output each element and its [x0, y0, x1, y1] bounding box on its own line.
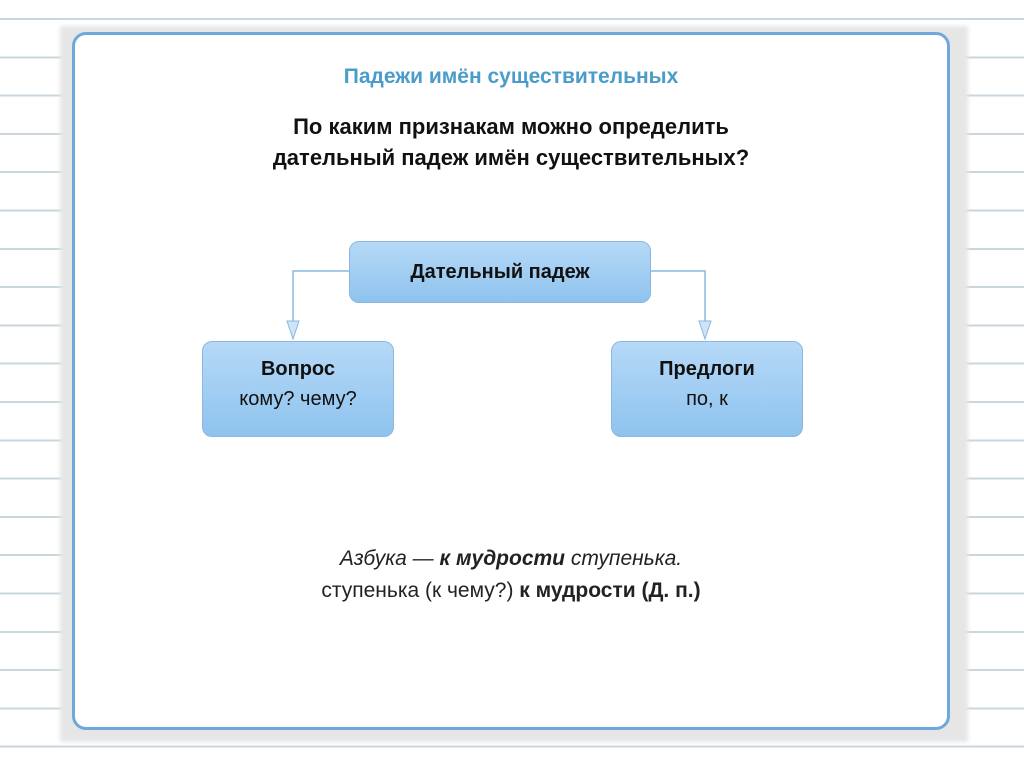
example-highlight: к мудрости (Д. п.) [519, 579, 701, 602]
slide-card: Падежи имён существительных По каким при… [72, 32, 950, 730]
question: По каким признакам можно определить дате… [75, 111, 947, 173]
node-text: кому? чему? [239, 388, 357, 410]
root-node: Дательный падеж [349, 241, 651, 303]
example-text: ступенька (к чему?) [321, 579, 520, 602]
example-line-1: Азбука — к мудрости ступенька. [75, 543, 947, 575]
question-line-2: дательный падеж имён существительных? [272, 145, 750, 170]
connector-arrows [286, 270, 712, 341]
example: Азбука — к мудрости ступенька. ступенька… [75, 543, 947, 607]
example-text: ступенька. [565, 547, 683, 570]
example-line-2: ступенька (к чему?) к мудрости (Д. п.) [75, 575, 947, 607]
slide-title: Падежи имён существительных [343, 65, 679, 88]
question-line-1: По каким признакам можно определить [293, 114, 729, 139]
prepositions-node: Предлоги по, к [611, 341, 803, 437]
node-text: по, к [686, 388, 728, 410]
question-node: Вопрос кому? чему? [202, 341, 394, 437]
node-heading: Вопрос [260, 358, 336, 380]
example-text: Азбука — [339, 547, 440, 570]
example-highlight: к мудрости [439, 547, 566, 570]
node-heading: Предлоги [659, 358, 755, 380]
